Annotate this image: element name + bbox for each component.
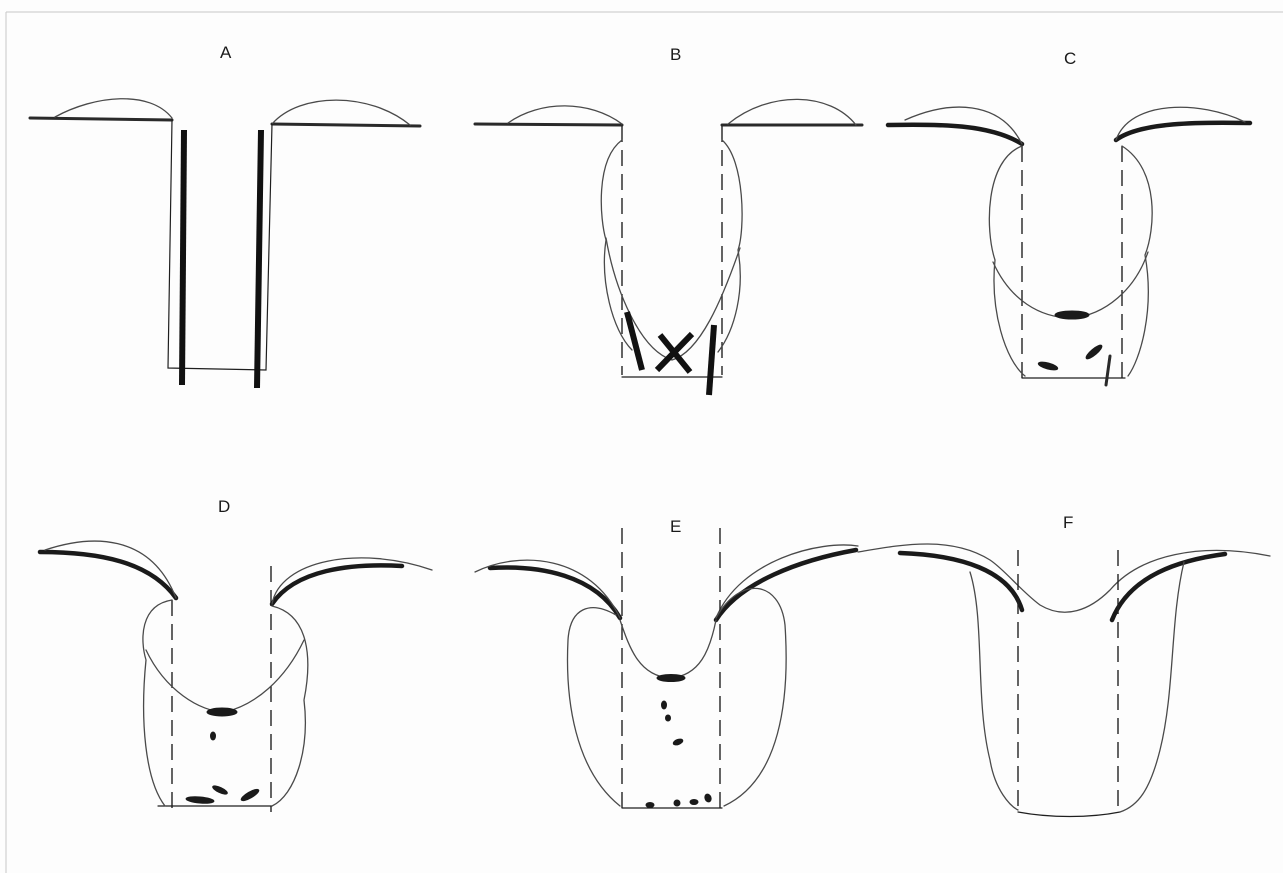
- panel-e-fragment-1: [662, 701, 667, 709]
- panel-f-swelling-right: [1120, 562, 1184, 812]
- panel-c-swelling-right: [1122, 146, 1152, 376]
- panel-e-fragment-4: [646, 803, 654, 808]
- panel-d-clot: [207, 708, 237, 716]
- panel-a-epidermis-left: [55, 99, 172, 118]
- panel-d-swelling-right: [272, 606, 308, 806]
- panel-c-swelling-left: [989, 146, 1025, 376]
- panel-d: D: [40, 497, 432, 812]
- panel-c-tissue-front: [993, 252, 1148, 318]
- panel-d-fragment-2: [186, 796, 214, 804]
- panel-c-fragment-2: [1084, 343, 1103, 360]
- panel-c-fragment-3: [1106, 356, 1110, 385]
- panel-e-fragment-7: [704, 793, 712, 803]
- panel-b-epidermis-right: [728, 99, 856, 125]
- panel-c-clot: [1055, 311, 1089, 319]
- panel-c: C: [888, 49, 1250, 385]
- panel-b-surface-left: [475, 124, 622, 125]
- panel-e-surface-left: [490, 568, 620, 618]
- panel-b-tissue-front: [606, 238, 740, 360]
- panel-e-clot: [657, 675, 685, 682]
- panel-d-swelling-left: [143, 600, 172, 806]
- panel-d-tissue-front: [146, 640, 304, 712]
- panel-c-surface-left: [888, 125, 1022, 144]
- panel-b-label: B: [670, 45, 681, 64]
- panel-d-surface-right: [272, 565, 402, 604]
- panel-c-surface-right: [1116, 123, 1250, 140]
- panel-d-fragment-1: [211, 732, 216, 740]
- panel-c-label: C: [1064, 49, 1076, 68]
- panel-a-rod-left: [182, 130, 184, 385]
- panel-e-fragment-5: [674, 800, 680, 806]
- panel-d-epidermis-left: [45, 541, 176, 598]
- panel-f-swelling-left: [970, 572, 1018, 810]
- panel-a-rod-right: [257, 130, 261, 388]
- panel-d-surface-left: [40, 552, 176, 598]
- panel-b: B: [475, 45, 862, 395]
- panel-f-channel-base: [1018, 812, 1120, 817]
- panel-b-rod-right: [709, 325, 714, 395]
- panel-a-epidermis-right: [272, 100, 410, 125]
- panel-f-surface-right: [1112, 554, 1225, 620]
- panel-a: A: [30, 43, 420, 388]
- panel-d-fragment-4: [240, 787, 260, 802]
- panel-e-tissue-front: [620, 620, 716, 678]
- panel-f-surface-left: [900, 553, 1022, 610]
- panel-c-fragment-1: [1038, 361, 1059, 372]
- panel-d-fragment-3: [212, 784, 229, 795]
- panel-f: F: [858, 513, 1270, 817]
- panel-e-fragment-3: [672, 738, 683, 746]
- panel-f-label: F: [1063, 513, 1073, 532]
- panel-a-label: A: [220, 43, 232, 62]
- panel-b-rod-left: [627, 312, 642, 370]
- panel-a-surface-left: [30, 118, 172, 120]
- panel-e-fragment-2: [666, 715, 671, 721]
- panel-a-surface-right: [272, 124, 420, 126]
- panel-e-swelling-right: [716, 588, 786, 806]
- panel-e-fragment-6: [690, 800, 698, 805]
- panel-e: E: [475, 517, 858, 808]
- panel-e-surface-right: [716, 550, 856, 620]
- panel-b-epidermis-left: [508, 106, 622, 124]
- panel-e-swelling-left: [568, 608, 620, 806]
- panel-e-label: E: [670, 517, 681, 536]
- panel-d-label: D: [218, 497, 230, 516]
